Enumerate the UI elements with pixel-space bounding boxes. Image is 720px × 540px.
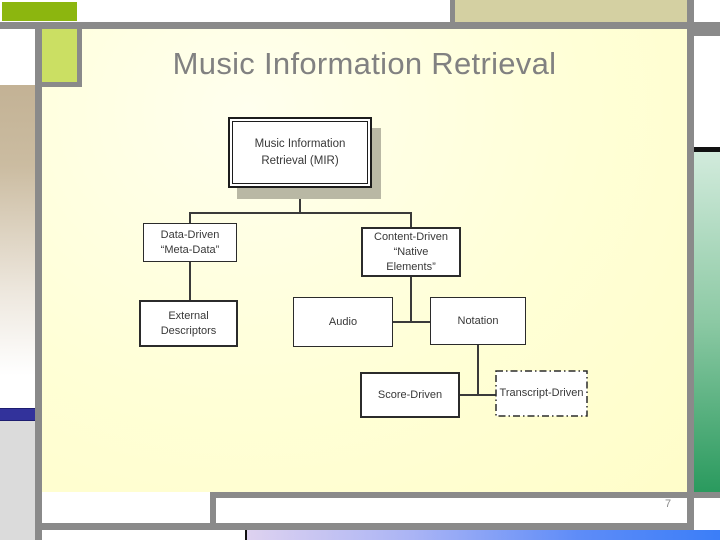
node-label-line: Descriptors [160,324,217,337]
node-label-line: Notation [457,314,499,327]
node-label-line: Elements” [386,260,436,273]
frame-left-navy-bar [0,408,35,421]
node-label-line: Content-Driven [374,230,448,243]
frame-left-gray-column [0,421,35,540]
node-label-line: Score-Driven [377,388,443,401]
connector-top-horizontal [189,212,411,214]
dash-dot-border [495,370,588,417]
diagram-node-data-driven: Data-Driven “Meta-Data” [143,223,237,262]
frame-left-tan-column [0,85,35,408]
node-label-line: “Meta-Data” [160,243,220,256]
connector-score-transcript [460,394,496,396]
diagram-node-score-driven: Score-Driven [360,372,460,418]
frame-right-green-column [694,152,720,492]
page-number: 7 [664,498,672,510]
frame-top-right-segment [694,29,720,36]
footer-gradient-bar-edge [245,530,247,540]
node-label-line: External [168,309,209,322]
node-label-line: Transcript-Driven [499,387,584,399]
footer-box-top-line [210,492,720,498]
node-label-line: Retrieval (MIR) [261,154,339,167]
diagram-node-audio: Audio [293,297,393,347]
diagram-node-mir: Music Information Retrieval (MIR) [228,117,372,188]
frame-top-tan-box [450,0,687,23]
frame-accent-green-light [41,29,82,87]
connector-drop-content-driven [410,212,412,227]
frame-accent-green-dark [2,2,77,21]
diagram-node-notation: Notation [430,297,526,345]
connector-audio-notation [393,321,430,323]
footer-box-left-line [210,492,216,530]
diagram-node-transcript-driven: Transcript-Driven [495,370,588,417]
frame-left-gray-bar [35,27,42,540]
frame-right-green-cap [694,147,720,152]
connector-mir-down [299,188,301,214]
connector-content-down [410,277,412,323]
diagram-node-external-descriptors: External Descriptors [139,300,238,347]
footer-bottom-line [42,523,687,530]
footer-gradient-bar [247,530,720,540]
node-label-line: Data-Driven [160,228,220,241]
connector-drop-data-driven [189,212,191,223]
node-label-line: Music Information [254,137,346,150]
diagram-node-content-driven: Content-Driven “Native Elements” [361,227,461,277]
node-label-line: “Native [393,245,429,258]
slide-title: Music Information Retrieval [172,46,557,81]
connector-data-to-external [189,262,191,300]
connector-notation-down [477,345,479,396]
node-label-line: Audio [328,315,358,328]
frame-right-gray-bar [687,0,694,530]
frame-top-line [0,22,720,29]
